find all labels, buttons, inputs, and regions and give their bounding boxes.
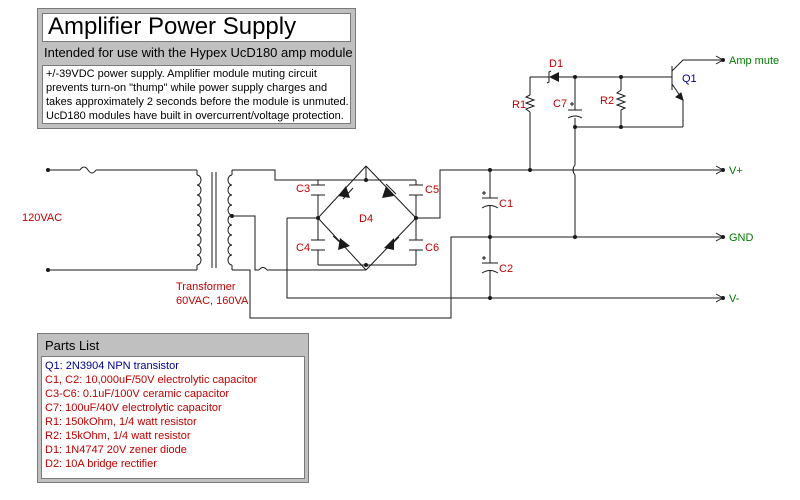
description-box: +/-39VDC power supply. Amplifier module … <box>42 65 351 124</box>
description-line-1: +/-39VDC power supply. Amplifier module … <box>46 68 317 80</box>
description-line-2: prevents turn-on "thump" while power sup… <box>46 82 328 94</box>
title-box: Amplifier Power Supply <box>42 13 351 42</box>
resistor-r2 <box>615 89 627 111</box>
capacitor-c2 <box>481 256 499 274</box>
transistor-q1 <box>665 59 684 101</box>
label-c5: C5 <box>425 184 439 196</box>
label-c1: C1 <box>499 198 513 210</box>
label-q1: Q1 <box>682 73 697 85</box>
capacitor-c7 <box>567 102 583 119</box>
label-c2: C2 <box>499 263 513 275</box>
capacitor-c1 <box>481 191 499 209</box>
bridge-diode-2 <box>382 183 397 198</box>
label-120vac: 120VAC <box>22 212 62 224</box>
description-line-4: UcD180 modules have built in overcurrent… <box>46 110 344 122</box>
bridge-diode-1 <box>338 186 354 200</box>
part-d1: D1: 1N4747 20V zener diode <box>45 444 187 456</box>
label-amp-mute: Amp mute <box>729 55 779 67</box>
part-c7: C7: 100uF/40V electrolytic capacitor <box>45 402 222 414</box>
parts-list-box: Q1: 2N3904 NPN transistor C1, C2: 10,000… <box>41 356 305 479</box>
label-vminus: V- <box>729 293 740 305</box>
bridge-diode-4 <box>384 236 400 250</box>
part-c3-c6: C3-C6: 0.1uF/100V ceramic capacitor <box>45 388 230 400</box>
label-c3: C3 <box>296 183 310 195</box>
part-q1: Q1: 2N3904 NPN transistor <box>45 360 179 372</box>
description-line-3: takes approximately 2 seconds before the… <box>46 96 349 108</box>
label-r2: R2 <box>600 95 614 107</box>
capacitor-c3 <box>311 184 325 196</box>
label-transformer-rating: 60VAC, 160VA <box>176 295 249 307</box>
capacitor-c5 <box>409 184 423 196</box>
junction-dots <box>46 58 725 300</box>
label-c6: C6 <box>425 242 439 254</box>
part-c1-c2: C1, C2: 10,000uF/50V electrolytic capaci… <box>45 374 258 386</box>
bridge-diode-3 <box>332 235 350 250</box>
title-panel: Amplifier Power Supply Intended for use … <box>37 8 356 129</box>
part-r2: R2: 15kOhm, 1/4 watt resistor <box>45 430 191 442</box>
part-r1: R1: 150kOhm, 1/4 watt resistor <box>45 416 197 428</box>
label-gnd: GND <box>729 232 754 244</box>
label-d4: D4 <box>359 213 373 225</box>
label-c4: C4 <box>296 242 310 254</box>
capacitor-c4 <box>311 239 325 251</box>
resistor-r1 <box>524 94 536 113</box>
capacitor-c6 <box>409 239 423 251</box>
label-vplus: V+ <box>729 165 743 177</box>
zener-diode-d1 <box>546 70 559 84</box>
part-d2: D2: 10A bridge rectifier <box>45 458 157 470</box>
label-d1: D1 <box>549 58 563 70</box>
parts-list-panel: Parts List Q1: 2N3904 NPN transistor C1,… <box>37 333 309 483</box>
subtitle: Intended for use with the Hypex UcD180 a… <box>44 45 353 60</box>
label-transformer: Transformer <box>176 281 236 293</box>
parts-list-title: Parts List <box>45 338 100 353</box>
label-r1: R1 <box>512 99 526 111</box>
label-c7: C7 <box>553 98 567 110</box>
transformer-primary <box>196 170 233 270</box>
page-title: Amplifier Power Supply <box>48 13 297 40</box>
